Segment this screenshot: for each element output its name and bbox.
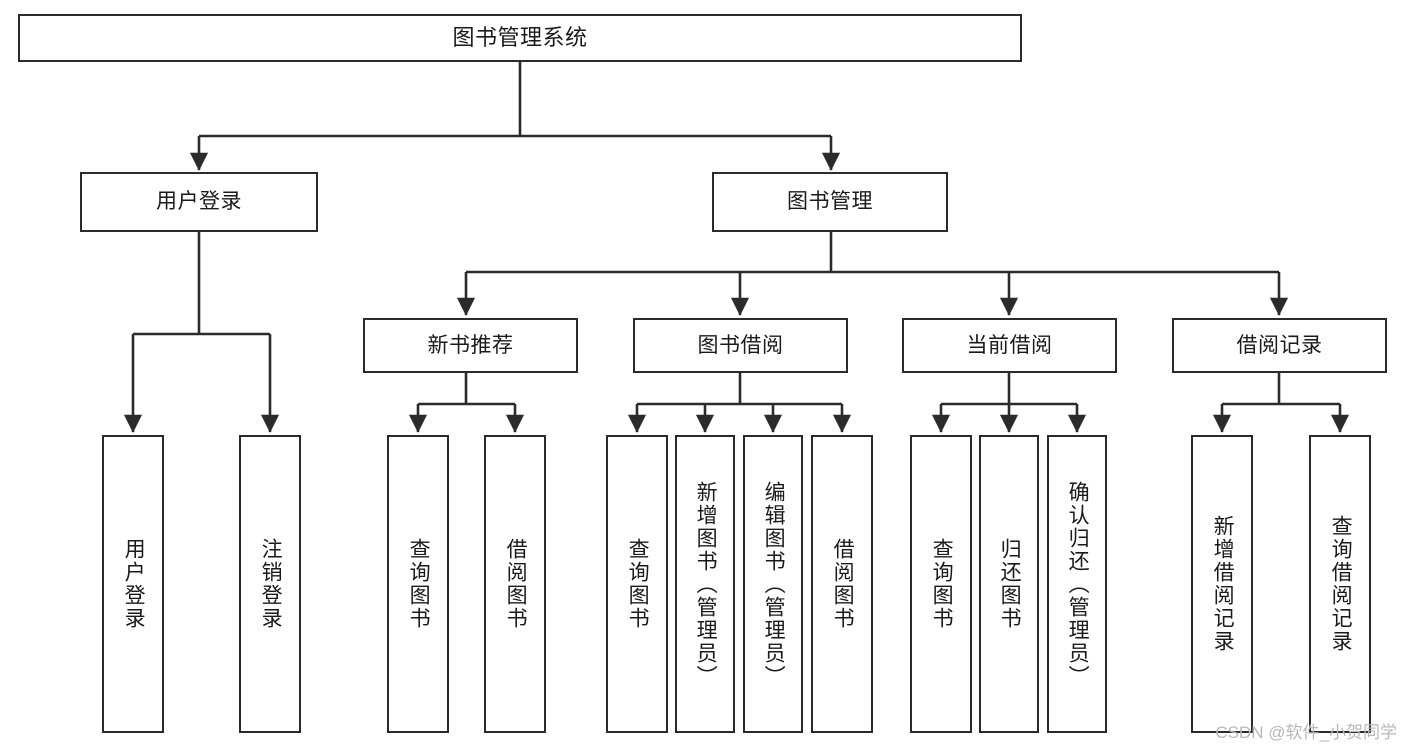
node-leaf-add-record-label: 新增借阅记录 bbox=[1211, 515, 1235, 653]
node-leaf-query-book-2[interactable]: 查询图书 bbox=[606, 435, 668, 733]
node-leaf-logout-label: 注销登录 bbox=[259, 538, 283, 630]
node-leaf-borrow-book-1[interactable]: 借阅图书 bbox=[484, 435, 546, 733]
node-leaf-query-book-2-label: 查询图书 bbox=[626, 538, 650, 630]
node-leaf-borrow-book-1-label: 借阅图书 bbox=[504, 538, 528, 630]
node-leaf-query-book-3-label: 查询图书 bbox=[930, 538, 954, 630]
watermark: CSDN @软件_小贺同学 bbox=[1215, 723, 1397, 742]
node-borrow-record-label: 借阅记录 bbox=[1236, 333, 1323, 357]
node-leaf-user-login[interactable]: 用户登录 bbox=[102, 435, 164, 733]
node-leaf-add-book-label: 新增图书（管理员） bbox=[694, 480, 718, 688]
node-leaf-add-book[interactable]: 新增图书（管理员） bbox=[675, 435, 735, 733]
node-leaf-add-record[interactable]: 新增借阅记录 bbox=[1191, 435, 1253, 733]
node-leaf-query-book-1[interactable]: 查询图书 bbox=[387, 435, 449, 733]
node-leaf-return-book[interactable]: 归还图书 bbox=[979, 435, 1039, 733]
node-leaf-confirm-return-label: 确认归还（管理员） bbox=[1066, 480, 1090, 688]
node-borrow-record[interactable]: 借阅记录 bbox=[1172, 318, 1387, 373]
node-leaf-borrow-book-2-label: 借阅图书 bbox=[831, 538, 855, 630]
node-leaf-user-login-label: 用户登录 bbox=[122, 538, 146, 630]
node-leaf-edit-book-label: 编辑图书（管理员） bbox=[762, 480, 786, 688]
node-new-book-rec[interactable]: 新书推荐 bbox=[363, 318, 578, 373]
node-leaf-query-book-3[interactable]: 查询图书 bbox=[910, 435, 972, 733]
node-leaf-borrow-book-2[interactable]: 借阅图书 bbox=[811, 435, 873, 733]
node-current-borrow-label: 当前借阅 bbox=[966, 333, 1053, 357]
node-new-book-rec-label: 新书推荐 bbox=[427, 333, 514, 357]
node-root[interactable]: 图书管理系统 bbox=[18, 14, 1022, 62]
node-leaf-query-record[interactable]: 查询借阅记录 bbox=[1309, 435, 1371, 733]
node-book-manage-label: 图书管理 bbox=[787, 190, 873, 214]
node-leaf-query-book-1-label: 查询图书 bbox=[407, 538, 431, 630]
node-leaf-confirm-return[interactable]: 确认归还（管理员） bbox=[1047, 435, 1107, 733]
node-book-borrow[interactable]: 图书借阅 bbox=[633, 318, 848, 373]
node-leaf-query-record-label: 查询借阅记录 bbox=[1329, 515, 1353, 653]
node-user-login[interactable]: 用户登录 bbox=[80, 172, 318, 232]
node-leaf-logout[interactable]: 注销登录 bbox=[239, 435, 301, 733]
node-leaf-edit-book[interactable]: 编辑图书（管理员） bbox=[743, 435, 803, 733]
node-book-borrow-label: 图书借阅 bbox=[697, 333, 784, 357]
node-root-label: 图书管理系统 bbox=[452, 24, 588, 50]
node-current-borrow[interactable]: 当前借阅 bbox=[902, 318, 1117, 373]
node-book-manage[interactable]: 图书管理 bbox=[712, 172, 948, 232]
node-leaf-return-book-label: 归还图书 bbox=[998, 538, 1022, 630]
node-user-login-label: 用户登录 bbox=[156, 190, 242, 214]
